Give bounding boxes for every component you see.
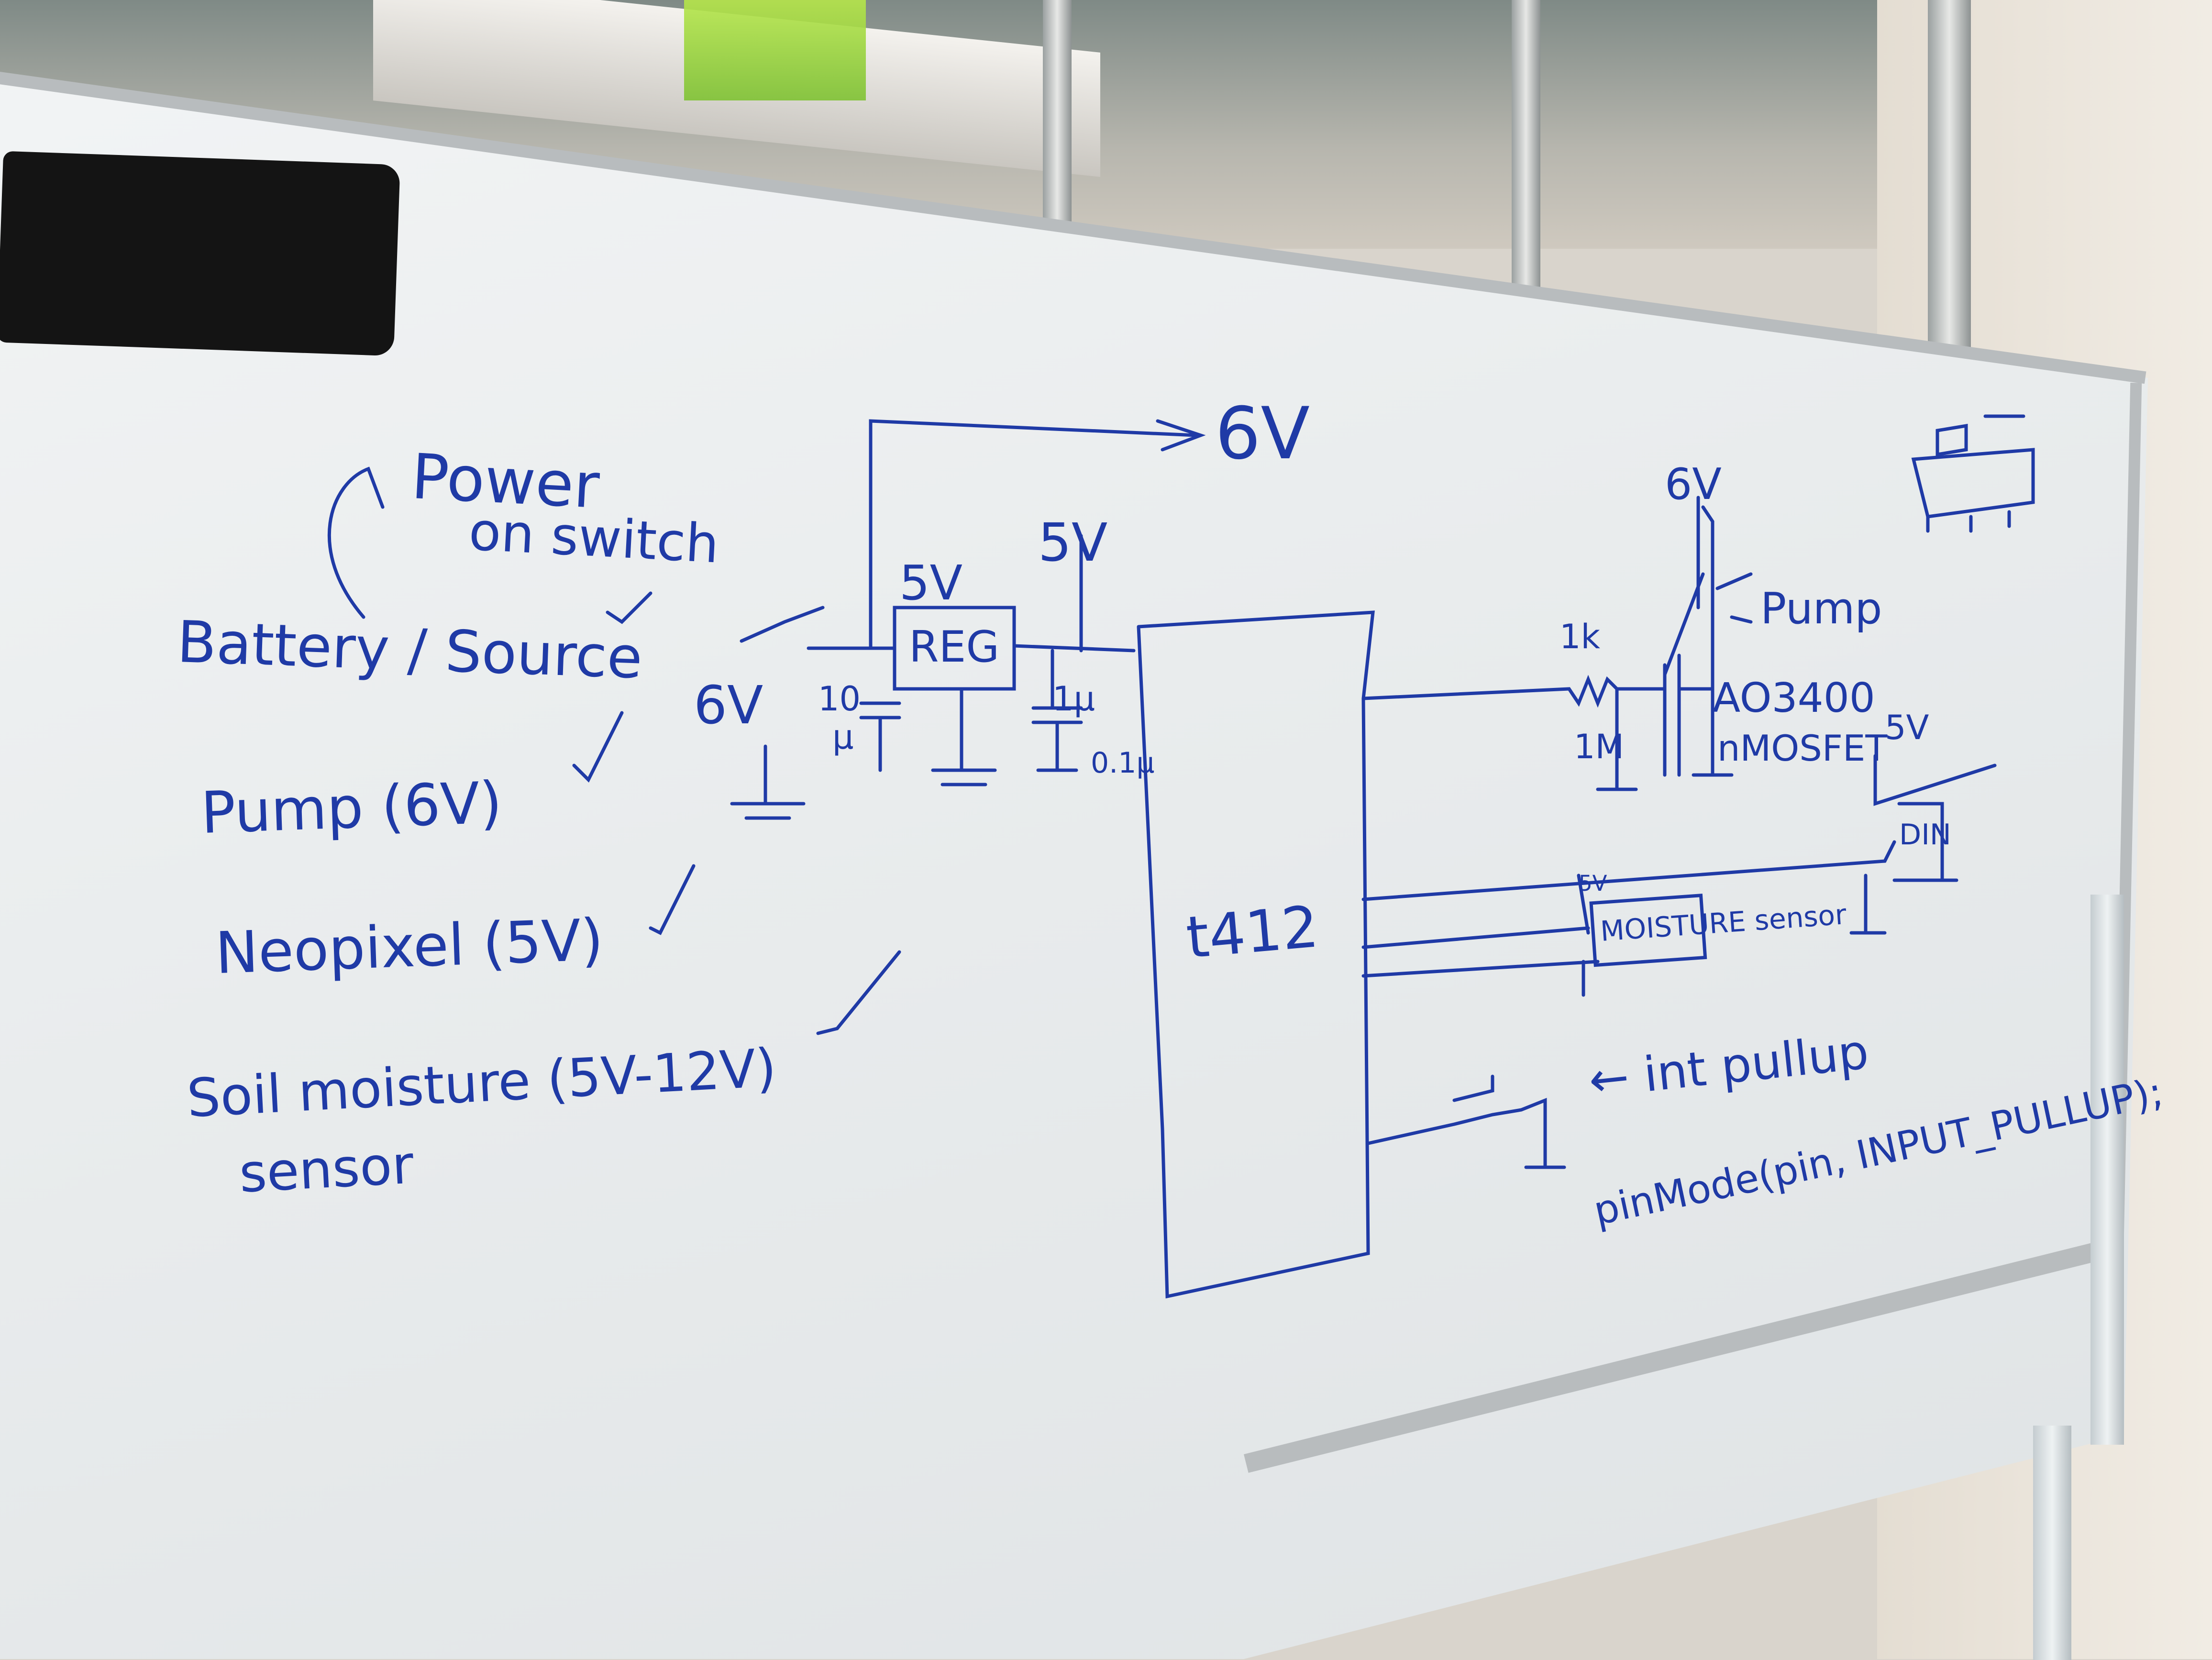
stand-pole [2090, 895, 2124, 1445]
door-frame [1928, 0, 1971, 373]
label-reg: REG [909, 622, 1000, 672]
note-on-switch: on switch [467, 500, 721, 575]
label-din: DIN [1899, 818, 1951, 852]
shelf-pole [1512, 0, 1540, 316]
green-box [684, 0, 866, 100]
label-5v-neopixel: 5V [1885, 708, 1929, 747]
label-5v-out: 5V [1038, 512, 1108, 573]
label-resistor-1m: 1M [1574, 727, 1624, 766]
arrow-to-power [327, 466, 385, 619]
label-cap-1u: 1µ [1052, 679, 1095, 719]
label-6v-pump: 6V [1665, 459, 1722, 509]
label-mcu: t412 [1183, 894, 1321, 972]
note-sensor: sensor [237, 1134, 415, 1205]
label-sensor-5v: 5V [1579, 871, 1607, 896]
label-mosfet-type: nMOSFET [1717, 727, 1888, 769]
note-pump: Pump (6V) [199, 770, 503, 847]
label-mosfet-part: AO3400 [1713, 675, 1875, 722]
label-5v-reg: 5V [899, 555, 963, 611]
stand-leg [2033, 1426, 2071, 1660]
label-resistor-1k: 1k [1559, 617, 1601, 656]
label-cap-0-1u: 0.1µ [1091, 746, 1155, 780]
shelf-pole [1043, 0, 1072, 239]
label-cap-10: 10 [818, 679, 861, 719]
label-cap-u: µ [832, 718, 854, 757]
note-neopixel: Neopixel (5V) [214, 907, 605, 987]
label-6v-battery: 6V [694, 675, 763, 736]
label-pump: Pump [1760, 584, 1882, 634]
label-6v-top: 6V [1215, 392, 1310, 476]
